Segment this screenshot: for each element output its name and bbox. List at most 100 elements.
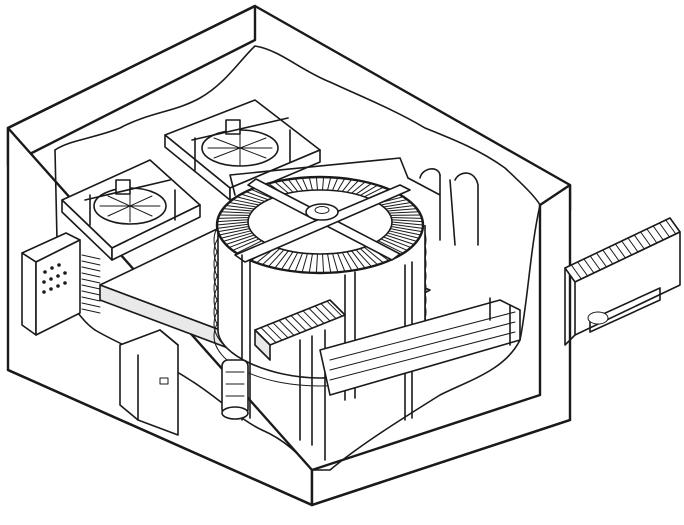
drum-rib <box>359 248 379 266</box>
belt-slat <box>621 240 633 256</box>
drum-rib <box>351 181 366 194</box>
drum-rib <box>322 176 325 191</box>
drum-rib <box>380 199 408 206</box>
drum-rib <box>261 248 281 266</box>
drum-rib <box>274 250 289 269</box>
drum-rib <box>218 228 251 236</box>
belt-slat <box>254 329 271 346</box>
drum-rib <box>287 178 299 193</box>
belt-slat <box>633 234 645 250</box>
panel-indicator-light <box>43 270 47 274</box>
drum-rib <box>377 240 404 254</box>
belt-slat <box>659 222 670 238</box>
belt-slat <box>260 327 277 344</box>
drum-rib <box>383 201 412 208</box>
drum-rib <box>363 186 384 198</box>
belt-slat <box>284 317 301 334</box>
drum-rib <box>228 236 257 249</box>
drum-rib <box>287 251 299 272</box>
drum-rib <box>388 230 420 239</box>
enclosure-cut-edge <box>54 45 541 206</box>
drum-rib <box>389 228 422 236</box>
drum-rib <box>301 177 308 191</box>
panel-indicator-light <box>50 266 54 270</box>
panel-indicator-light <box>63 271 67 275</box>
drum-rib <box>385 204 415 210</box>
drum-rib <box>341 251 353 272</box>
drum-rib <box>217 225 250 233</box>
drum-rib <box>308 253 313 274</box>
belt-slat <box>272 322 289 339</box>
drum-rib <box>351 250 366 269</box>
drum-rib <box>380 238 408 251</box>
coil-line <box>81 254 101 260</box>
drum-rib <box>245 191 269 201</box>
drum-rib <box>216 221 249 226</box>
coil-line <box>81 266 101 272</box>
drum-rib <box>222 208 253 212</box>
coil-line <box>81 308 101 314</box>
coil-line <box>81 290 101 296</box>
drum-rib <box>232 238 260 251</box>
access-door <box>119 329 179 436</box>
drum-rib <box>301 253 308 273</box>
drum-rib <box>308 176 313 191</box>
drum-rib <box>225 234 255 246</box>
drum-rib <box>220 211 252 214</box>
belt-slat <box>665 219 677 235</box>
drum-rib <box>336 252 346 273</box>
drum-rib <box>236 196 263 204</box>
control-panel <box>21 232 81 336</box>
belt-slat <box>614 243 626 259</box>
drive-motor <box>221 359 249 420</box>
belt-slat <box>646 228 658 244</box>
drum-rib <box>274 181 289 194</box>
evaporator-fan-unit-left <box>61 159 201 261</box>
belt-slat <box>290 315 307 332</box>
coil-line <box>81 272 101 278</box>
belt-slat <box>602 249 614 265</box>
belt-slat <box>564 267 576 283</box>
internal-conveyor <box>254 297 521 461</box>
drum-rib <box>341 178 353 193</box>
drum-rib <box>346 251 360 271</box>
drum-rib <box>294 177 304 192</box>
drum-rib <box>222 232 253 242</box>
coil-line <box>81 284 101 290</box>
drum-rib <box>240 193 266 202</box>
drum-rib <box>390 217 423 219</box>
drum-rib <box>363 246 384 264</box>
panel-indicator-light <box>42 290 46 294</box>
coil-line <box>81 296 101 302</box>
belt-slat <box>308 307 325 324</box>
belt-slat <box>570 264 582 280</box>
belt-slat <box>583 258 595 274</box>
panel-indicator-light <box>56 284 60 288</box>
belt-slat <box>266 324 283 341</box>
panel-indicator-light <box>49 277 53 281</box>
belt-slat <box>596 252 607 268</box>
belt-slat <box>314 305 331 322</box>
drum-rib <box>387 208 418 212</box>
drum-rib <box>216 219 249 223</box>
drum-rib <box>383 236 412 249</box>
belt-slat <box>640 231 652 247</box>
drum-rib <box>250 188 273 199</box>
belt-slat <box>320 303 337 320</box>
drum-rib <box>355 182 372 195</box>
drum-rib <box>280 251 294 271</box>
belt-slat <box>652 225 664 241</box>
belt-slat <box>278 319 295 336</box>
drum-rib <box>216 223 249 229</box>
drum-rib <box>294 252 304 273</box>
belt-slat <box>608 246 620 262</box>
belt-slat <box>577 261 589 277</box>
belt-slat <box>589 255 601 271</box>
drum-rib <box>391 223 424 229</box>
drum-rib <box>220 230 252 239</box>
drum-rib <box>228 201 257 208</box>
drum-rib <box>385 234 415 246</box>
panel-indicator-light <box>56 274 60 278</box>
drum-rib <box>391 221 424 226</box>
